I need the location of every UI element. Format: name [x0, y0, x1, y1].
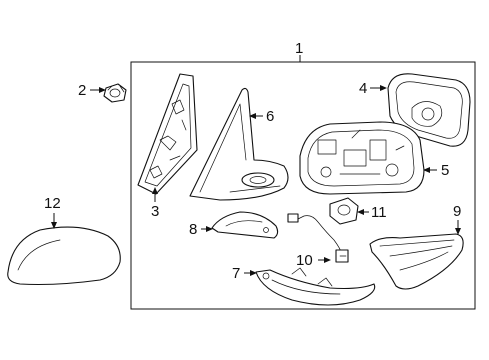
callout-7: 7: [232, 265, 240, 282]
part-3-gasket: [137, 73, 198, 195]
part-6-base: [189, 87, 289, 201]
part-2-clip: [103, 83, 127, 103]
callout-9: 9: [453, 203, 461, 220]
callout-6: 6: [266, 108, 274, 125]
part-7-lower-cover: [255, 267, 376, 306]
callout-2: 2: [78, 82, 86, 99]
callout-3: 3: [151, 203, 159, 220]
arrow-6: [249, 113, 256, 119]
arrow-7: [250, 270, 257, 276]
callout-4: 4: [359, 80, 367, 97]
arrow-2: [99, 87, 106, 93]
callout-1: 1: [295, 40, 303, 57]
callout-10: 10: [296, 252, 313, 269]
part-10-harness: [287, 213, 349, 263]
arrow-5: [423, 167, 430, 173]
arrow-9: [455, 228, 461, 235]
arrow-10: [324, 257, 331, 263]
arrow-4: [380, 85, 387, 91]
part-5-housing: [299, 121, 425, 195]
callout-5: 5: [441, 162, 449, 179]
part-8-trim: [211, 211, 279, 239]
arrow-11: [357, 209, 364, 215]
arrow-3: [152, 187, 158, 194]
callout-11: 11: [371, 204, 387, 221]
part-12-cover-cap: [7, 226, 121, 286]
assembly-frame: [130, 61, 476, 310]
callout-8: 8: [189, 221, 197, 238]
part-9-signal-lamp: [369, 233, 464, 290]
callout-12: 12: [44, 195, 61, 212]
arrow-8: [206, 226, 213, 232]
part-11-socket: [329, 197, 359, 225]
arrow-12: [51, 222, 57, 229]
